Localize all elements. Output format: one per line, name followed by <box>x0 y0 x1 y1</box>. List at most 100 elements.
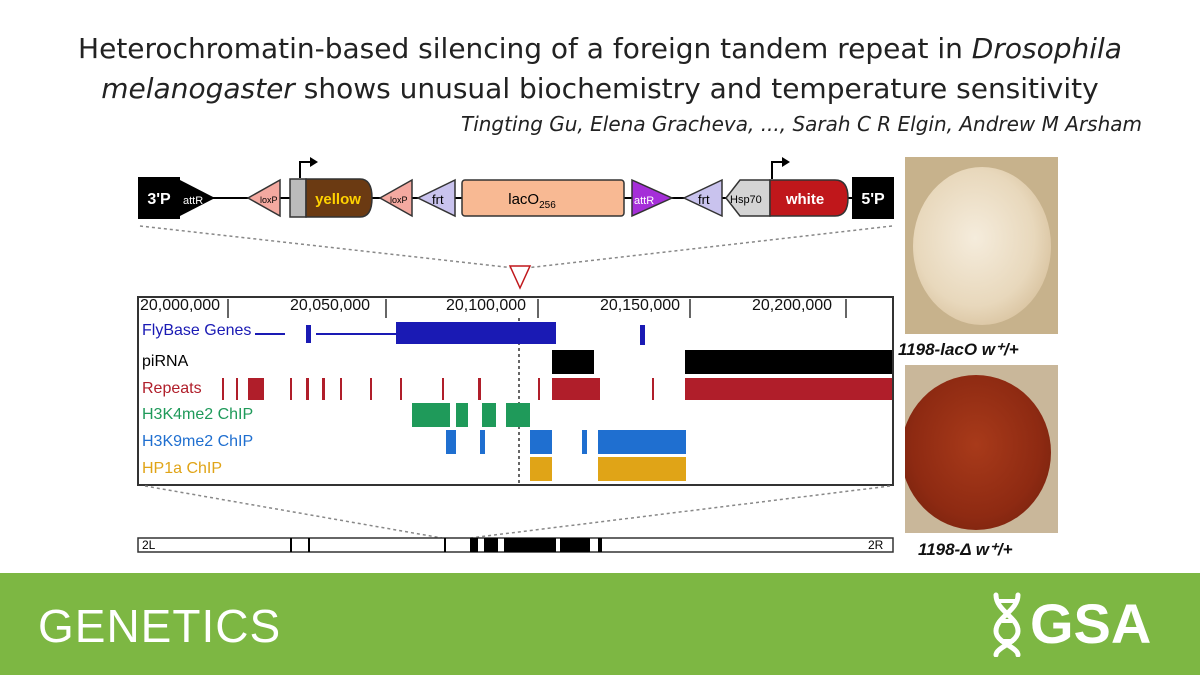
band <box>484 538 498 552</box>
coord-label: 20,050,000 <box>290 297 371 314</box>
yellow-tss-arrowhead-icon <box>310 157 318 167</box>
yellow-tss-arrow-icon <box>299 161 312 178</box>
h3k4-peak <box>456 403 468 427</box>
yellow-gene-box <box>305 178 373 218</box>
society-logo-text: GSA <box>1030 592 1152 655</box>
h3k4me2-features <box>412 403 530 427</box>
repeat-mark <box>222 378 224 400</box>
zoom-line-right <box>525 225 893 269</box>
attR-right-triangle <box>631 178 674 218</box>
repeat-mark <box>306 378 309 400</box>
loxP-right-label: loxP <box>390 195 408 205</box>
repeat-features <box>222 378 892 400</box>
helix-strand <box>993 592 1021 657</box>
eye-white-ellipse <box>913 167 1051 325</box>
repeat-mark <box>322 378 325 400</box>
repeat-mark <box>290 378 292 400</box>
loxP-left-label: loxP <box>260 195 278 205</box>
pirna-block <box>552 350 594 374</box>
h3k9-peak <box>446 430 456 454</box>
band <box>598 538 602 552</box>
eye-caption-delta: 1198-Δ w⁺/+ <box>918 540 1013 559</box>
frt-right-triangle <box>682 178 723 218</box>
track-label-flybase: FlyBase Genes <box>142 322 252 339</box>
authors: Tingting Gu, Elena Gracheva, ..., Sarah … <box>460 112 1142 136</box>
title-species-genus: Drosophila <box>971 32 1122 65</box>
frt-left-triangle <box>416 178 456 218</box>
gene-line <box>316 333 396 335</box>
repeat-mark <box>400 378 402 400</box>
p3-label: 3'P <box>147 191 171 208</box>
laco-subscript: 256 <box>539 200 556 211</box>
laco-repeat-box <box>461 179 625 217</box>
repeat-mark <box>685 378 892 400</box>
transgene-construct-diagram: 3'P attR loxP yellow loxP frt lacO256 at… <box>138 157 894 290</box>
repeat-mark <box>340 378 342 400</box>
repeat-mark <box>442 378 444 400</box>
hp1a-features <box>530 457 686 481</box>
journal-name: GENETICS <box>38 600 282 652</box>
track-label-pirna: piRNA <box>142 353 189 370</box>
repeat-mark <box>248 378 264 400</box>
coordinate-ticks <box>227 299 847 318</box>
h3k4-peak <box>412 403 450 427</box>
laco-text: lacO <box>508 191 539 208</box>
white-tss-arrowhead-icon <box>782 157 790 167</box>
hp1a-peak <box>530 457 552 481</box>
gene-exon <box>306 325 311 343</box>
coord-label: 20,000,000 <box>140 297 221 314</box>
genome-browser-panel <box>137 296 894 553</box>
repeat-mark <box>370 378 372 400</box>
coord-label: 20,100,000 <box>446 297 527 314</box>
browser-frame <box>137 296 894 486</box>
attR-right-label: attR <box>634 195 654 207</box>
track-label-hp1a: HP1a ChIP <box>142 460 223 477</box>
repeat-mark <box>552 378 600 400</box>
chrom-zoom-line-left <box>144 485 443 539</box>
dna-helix-icon <box>993 592 1021 657</box>
h3k9me2-features <box>446 430 686 454</box>
p3-end-box <box>138 177 180 219</box>
chromosome-bands <box>290 538 602 552</box>
band <box>560 538 590 552</box>
coord-label: 20,200,000 <box>752 297 833 314</box>
chrom-arm-left: 2L <box>142 538 156 552</box>
zoom-line-left <box>139 225 515 269</box>
eye-caption-lacO: 1198-lacO w⁺/+ <box>898 340 1019 359</box>
repeat-mark <box>236 378 238 400</box>
band <box>290 538 292 552</box>
eye-photo-delta <box>905 365 1058 533</box>
band <box>470 538 478 552</box>
footer-banner: GENETICS GSA <box>0 573 1200 675</box>
white-tss-arrow-icon <box>771 161 784 179</box>
white-gene-box <box>769 179 849 217</box>
h3k9-peak <box>598 430 686 454</box>
gene-exon <box>640 325 645 345</box>
h3k9-peak <box>530 430 552 454</box>
yellow-gene-label: yellow <box>315 191 361 208</box>
chrom-zoom-line-right <box>469 485 891 539</box>
hsp70-label: Hsp70 <box>730 194 762 206</box>
frt-left-label: frt <box>432 192 444 207</box>
hp1a-peak <box>598 457 686 481</box>
white-gene-label: white <box>785 191 824 208</box>
frt-right-label: frt <box>698 192 710 207</box>
coord-label: 20,150,000 <box>600 297 681 314</box>
helix-strand <box>993 592 1021 657</box>
loxP-right-triangle <box>378 178 413 218</box>
band <box>444 538 446 552</box>
insertion-site-marker-icon <box>508 265 532 290</box>
attR-left-label: attR <box>183 195 203 207</box>
repeat-mark <box>538 378 540 400</box>
gene-line <box>255 333 285 335</box>
repeat-mark <box>478 378 481 400</box>
h3k4-peak <box>506 403 530 427</box>
title-text-2: shows unusual biochemistry and temperatu… <box>294 72 1099 105</box>
track-label-h3k4me2: H3K4me2 ChIP <box>142 406 254 423</box>
pirna-block <box>685 350 892 374</box>
h3k9-peak <box>582 430 587 454</box>
track-label-h3k9me2: H3K9me2 ChIP <box>142 433 254 450</box>
band <box>308 538 310 552</box>
eye-red-ellipse <box>905 375 1051 530</box>
h3k9-peak <box>480 430 485 454</box>
